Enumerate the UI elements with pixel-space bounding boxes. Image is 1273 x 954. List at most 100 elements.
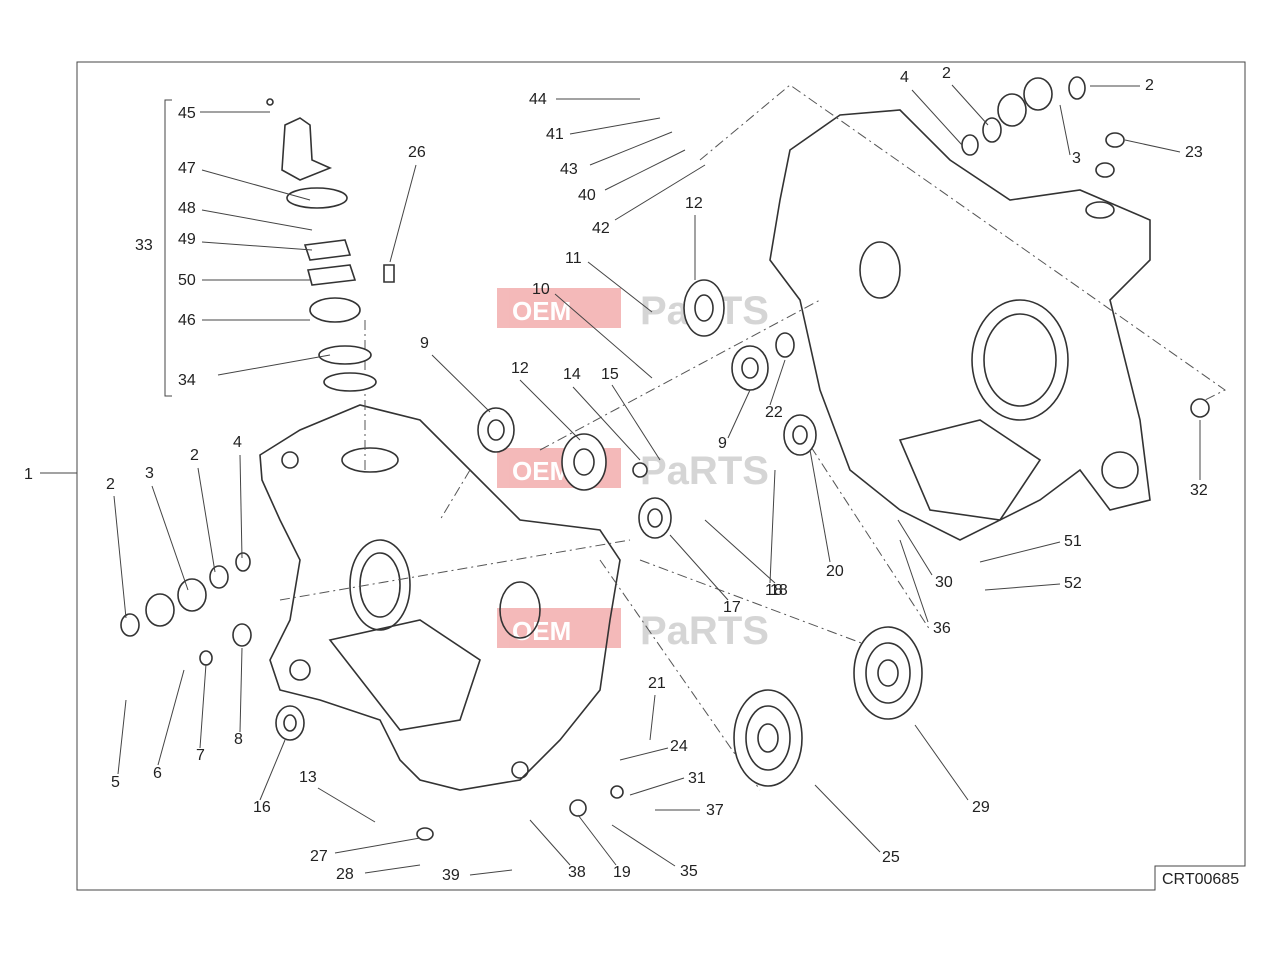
part-number-label: 17 bbox=[723, 599, 741, 616]
label-leader bbox=[649, 694, 656, 741]
part-number-label: 25 bbox=[882, 849, 900, 866]
svg-text:PaRTS: PaRTS bbox=[640, 609, 769, 653]
part-number-label: 36 bbox=[933, 620, 951, 637]
label-leader bbox=[1059, 104, 1071, 156]
label-leader bbox=[1124, 139, 1181, 153]
label-leader bbox=[197, 467, 216, 573]
label-leader bbox=[239, 647, 243, 733]
part-number-label: 3 bbox=[1072, 150, 1081, 167]
part-number-label: 9 bbox=[420, 335, 429, 352]
part-number-label: 3 bbox=[145, 465, 154, 482]
part-number-label: 12 bbox=[685, 195, 703, 212]
part-number-label: 39 bbox=[442, 867, 460, 884]
label-leader bbox=[431, 354, 491, 413]
part-number-label: 9 bbox=[718, 435, 727, 452]
label-leader bbox=[897, 519, 933, 576]
label-leader bbox=[769, 359, 786, 406]
part-number-label: 22 bbox=[765, 404, 783, 421]
part-number-label: 49 bbox=[178, 231, 196, 248]
part-number-label: 18 bbox=[765, 582, 783, 599]
label-leader bbox=[577, 814, 617, 866]
label-leader bbox=[469, 869, 513, 876]
group-bracket bbox=[164, 99, 172, 397]
part-number-label: 10 bbox=[532, 281, 550, 298]
label-leader bbox=[201, 241, 313, 251]
label-leader bbox=[979, 541, 1061, 563]
label-leader bbox=[151, 485, 189, 591]
part-number-label: 34 bbox=[178, 372, 196, 389]
part-number-label: 47 bbox=[178, 160, 196, 177]
label-leader bbox=[201, 169, 311, 201]
part-number-label: 12 bbox=[511, 360, 529, 377]
part-number-label: 20 bbox=[826, 563, 844, 580]
label-leader bbox=[587, 261, 653, 313]
right-crankcase-half bbox=[769, 109, 1151, 541]
part-number-label: 30 bbox=[935, 574, 953, 591]
part-number-label: 4 bbox=[900, 69, 909, 86]
label-leader bbox=[259, 739, 286, 801]
part-number-label: 52 bbox=[1064, 575, 1082, 592]
part-number-label: 16 bbox=[253, 799, 271, 816]
part-number-label: 11 bbox=[565, 250, 582, 267]
label-leader bbox=[604, 149, 686, 191]
diagram-frame bbox=[76, 61, 1246, 891]
part-number-label: 28 bbox=[336, 866, 354, 883]
part-number-label: 8 bbox=[234, 731, 243, 748]
label-leader bbox=[911, 89, 963, 146]
group-label: 33 bbox=[135, 237, 153, 254]
part-number-label: 2 bbox=[942, 65, 951, 82]
part-number-label: 42 bbox=[592, 220, 610, 237]
part-number-label: 4 bbox=[233, 434, 242, 451]
label-leader bbox=[519, 379, 581, 441]
part-number-label: 35 bbox=[680, 863, 698, 880]
label-leader bbox=[669, 534, 729, 601]
svg-text:PaRTS: PaRTS bbox=[640, 449, 769, 493]
part-number-label: 41 bbox=[546, 126, 564, 143]
svg-text:OEM: OEM bbox=[512, 296, 571, 326]
label-leader bbox=[899, 539, 929, 623]
label-leader bbox=[199, 663, 207, 749]
part-number-label: 13 bbox=[299, 769, 317, 786]
part-number-label: 18 bbox=[770, 582, 788, 599]
label-leader bbox=[572, 386, 641, 461]
part-number-label: 51 bbox=[1064, 533, 1082, 550]
part-number-label: 27 bbox=[310, 848, 328, 865]
label-leader bbox=[364, 864, 421, 874]
part-number-label: 2 bbox=[1145, 77, 1154, 94]
part-number-label: 2 bbox=[190, 447, 199, 464]
label-leader bbox=[914, 724, 969, 801]
label-leader bbox=[629, 777, 685, 796]
part-number-label: 43 bbox=[560, 161, 578, 178]
label-leader bbox=[117, 699, 127, 775]
label-leader bbox=[727, 389, 751, 439]
part-number-label: 23 bbox=[1185, 144, 1203, 161]
label-leader bbox=[589, 131, 673, 166]
part-number-label: 45 bbox=[178, 105, 196, 122]
part-number-label: 46 bbox=[178, 312, 196, 329]
part-number-label: 31 bbox=[688, 770, 706, 787]
label-leader bbox=[569, 117, 661, 135]
part-number-label: 2 bbox=[106, 476, 115, 493]
label-leader bbox=[984, 583, 1061, 591]
part-number-label: 40 bbox=[578, 187, 596, 204]
label-leader bbox=[951, 84, 989, 126]
part-number-label: 26 bbox=[408, 144, 426, 161]
label-leader bbox=[529, 819, 571, 866]
label-leader bbox=[201, 209, 313, 231]
part-number-label: 5 bbox=[111, 774, 120, 791]
label-leader bbox=[619, 747, 669, 761]
label-leader bbox=[317, 787, 376, 823]
part-number-label: 32 bbox=[1190, 482, 1208, 499]
part-number-label: 7 bbox=[196, 747, 205, 764]
label-leader bbox=[157, 669, 185, 766]
part-number-label: 21 bbox=[648, 675, 666, 692]
assembly-lines bbox=[279, 84, 1226, 791]
label-leader bbox=[704, 519, 776, 584]
label-leader bbox=[113, 495, 127, 619]
label-leader bbox=[614, 164, 706, 221]
svg-text:OEM: OEM bbox=[512, 616, 571, 646]
part-number-label: 38 bbox=[568, 864, 586, 881]
part-number-label: 14 bbox=[563, 366, 581, 383]
label-leader bbox=[611, 384, 661, 461]
